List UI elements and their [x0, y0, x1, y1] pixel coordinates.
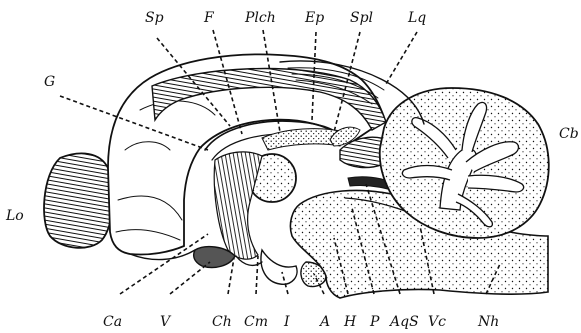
label-ep: Ep: [304, 10, 324, 26]
label-plch: Plch: [244, 10, 276, 26]
label-nh: Nh: [477, 314, 499, 330]
label-h: H: [343, 314, 357, 330]
infundibulum: [261, 250, 297, 284]
olfactory-lobe: [44, 153, 113, 247]
label-lo: Lo: [5, 208, 24, 224]
label-sp: Sp: [145, 10, 164, 26]
label-lq: Lq: [407, 10, 426, 26]
label-vc: Vc: [428, 314, 446, 330]
label-cm: Cm: [244, 314, 268, 330]
label-cb: Cb: [559, 126, 579, 142]
label-spl: Spl: [350, 10, 373, 26]
label-aqs: AqS: [388, 314, 419, 330]
label-a: A: [318, 314, 330, 330]
diencephalon: [214, 152, 262, 259]
label-i: I: [283, 314, 290, 330]
label-ch: Ch: [212, 314, 232, 330]
label-v: V: [160, 314, 172, 330]
label-ca: Ca: [103, 314, 122, 330]
label-g: G: [44, 74, 55, 90]
label-p: P: [369, 314, 380, 330]
label-f: F: [203, 10, 215, 26]
